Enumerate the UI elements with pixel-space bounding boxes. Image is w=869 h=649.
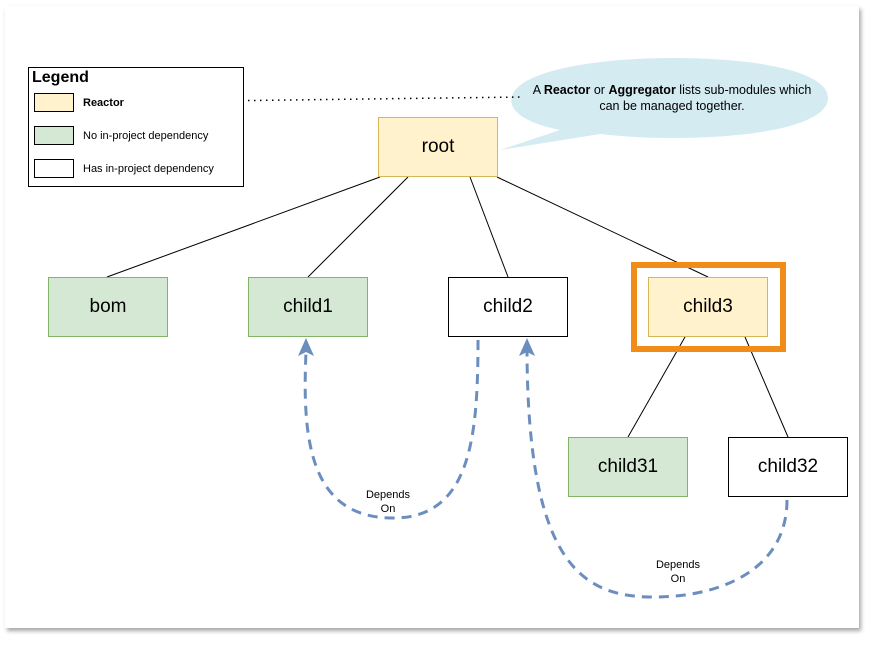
legend-pointer-line [133,96,524,103]
edge-root-child1 [307,176,409,278]
edge-child3-child32 [744,336,789,438]
legend-swatch-reactor [34,93,74,112]
dependency-arrow-head-child1 [298,338,314,356]
callout-text: A Reactor or Aggregator lists sub-module… [532,83,812,113]
node-child32: child32 [728,437,848,497]
dependency-label-child32-child2: Depends On [643,558,713,586]
node-child1: child1 [248,277,368,337]
legend-label-no-dependency: No in-project dependency [83,130,209,142]
node-bom: bom [48,277,168,337]
dependency-arrow-child32-child2 [525,351,789,599]
dependency-arrow-child2-child1 [303,339,480,520]
legend-label-reactor: Reactor [83,97,124,109]
child3-highlight-frame [631,262,786,352]
edge-root-child2 [469,176,509,278]
legend-label-has-dependency: Has in-project dependency [83,163,214,175]
node-child2: child2 [448,277,568,337]
dependency-label-line1: Depends [655,559,701,571]
edge-root-child3 [496,176,709,278]
node-child3: child3 [648,277,768,337]
callout-bubble [500,58,828,150]
diagram-connectors [106,58,828,599]
node-child31: child31 [568,437,688,497]
dependency-label-line1: Depends [365,489,411,501]
edge-child3-child31 [627,336,686,438]
dependency-label-child2-child1: Depends On [353,488,423,516]
legend-swatch-no-dependency [34,126,74,145]
dependency-label-line2: On [670,573,686,585]
legend: Legend Reactor No in-project dependency … [28,67,244,187]
dependency-label-line2: On [380,503,396,515]
legend-swatch-has-dependency [34,159,74,178]
edge-root-bom [106,176,381,278]
node-root: root [378,117,498,177]
dependency-arrow-head-child2 [519,338,535,356]
legend-title: Legend [32,69,89,86]
